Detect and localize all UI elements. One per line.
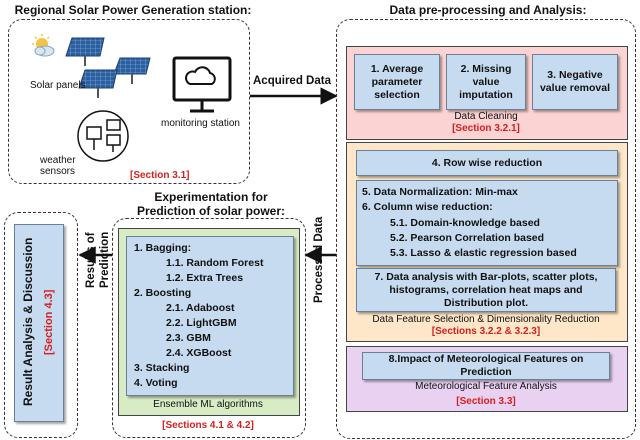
preprocessing-panel <box>336 19 636 439</box>
algo-voting: 4. Voting <box>134 377 178 389</box>
experiment-title-2: Prediction of solar power: <box>136 204 286 218</box>
cleaning-step-1: 1. Average parameter selection <box>354 54 440 110</box>
algo-boosting: 2. Boosting <box>134 287 192 299</box>
result-label: Result Analysis & Discussion <box>21 237 35 407</box>
result-reference: [Section 4.3] <box>43 289 55 355</box>
experiment-panel <box>112 218 306 438</box>
cleaning-caption: Data Cleaning <box>454 111 518 122</box>
ensemble-caption: Ensemble ML algorithms <box>153 399 263 410</box>
station-title: Regional Solar Power Generation station: <box>14 3 252 17</box>
station-panel <box>8 19 250 184</box>
experiment-reference: [Sections 4.1 & 4.2] <box>162 420 254 431</box>
column-sub-2: 5.2. Pearson Correlation based <box>390 232 545 244</box>
result-panel <box>4 212 78 438</box>
result-note <box>14 224 64 422</box>
normalization-box <box>356 180 618 266</box>
algo-adaboost: 2.1. Adaboost <box>166 302 235 314</box>
monitoring-station-label: monitoring station <box>161 118 240 129</box>
cleaning-step-3: 3. Negative value removal <box>532 54 618 110</box>
weather-sensors-label: weather sensors <box>40 155 76 177</box>
station-reference: [Section 3.1] <box>130 170 190 181</box>
feature-reference: [Sections 3.2.2 & 3.2.3] <box>431 326 541 337</box>
algo-lightgbm: 2.2. LightGBM <box>166 317 237 329</box>
algo-random-forest: 1.1. Random Forest <box>166 257 264 269</box>
column-sub-1: 5.1. Domain-knowledge based <box>390 217 540 229</box>
cleaning-step-2: 2. Missing value imputation <box>446 54 526 110</box>
acquired-data-label: Acquired Data <box>253 75 331 87</box>
column-sub-3: 5.3. Lasso & elastic regression based <box>390 247 577 259</box>
algo-extra-trees: 1.2. Extra Trees <box>166 272 244 284</box>
preprocessing-title: Data pre-processing and Analysis: <box>389 3 587 17</box>
meteo-caption: Meteorological Feature Analysis <box>415 381 557 392</box>
analysis-box: 7. Data analysis with Bar-plots, scatter… <box>356 268 616 312</box>
algo-bagging: 1. Bagging: <box>134 242 192 254</box>
algorithm-note <box>126 236 294 396</box>
solar-panels-label: Solar panels <box>30 80 86 91</box>
cleaning-reference: [Section 3.2.1] <box>452 123 520 134</box>
normalization-line: 5. Data Normalization: Min-max <box>362 186 518 198</box>
feature-caption: Data Feature Selection & Dimensionality … <box>372 314 600 325</box>
experiment-title-1: Experimentation for <box>154 190 268 204</box>
algo-stacking: 3. Stacking <box>134 362 190 374</box>
meteo-impact-box: 8.Impact of Meteorological Features on P… <box>362 352 610 380</box>
results-label: Results of Prediction <box>85 231 111 289</box>
meteo-reference: [Section 3.3] <box>456 396 516 407</box>
column-reduction-line: 6. Column wise reduction: <box>362 201 493 213</box>
algo-gbm: 2.3. GBM <box>166 332 211 344</box>
algo-xgboost: 2.4. XGBoost <box>166 347 232 359</box>
row-reduction-box: 4. Row wise reduction <box>356 150 618 176</box>
